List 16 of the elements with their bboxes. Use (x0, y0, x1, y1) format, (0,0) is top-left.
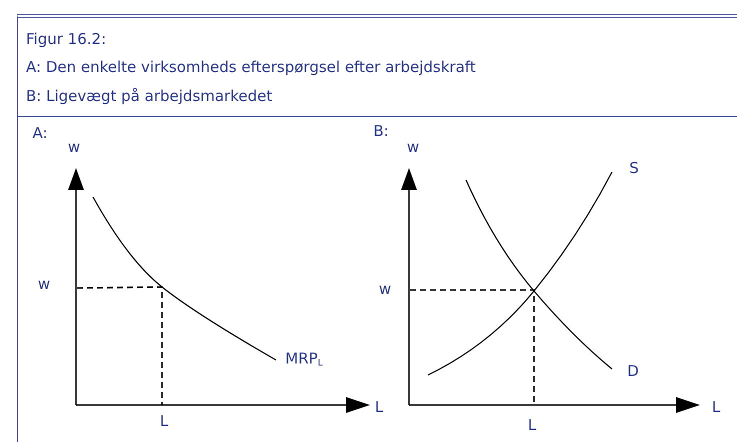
axis-label: w (38, 275, 50, 293)
panel-label: B: (373, 122, 389, 140)
axis-label: w (68, 138, 80, 156)
axis-label: L (374, 398, 384, 416)
axis-label: L (712, 398, 720, 416)
figure-subtitle: A: Den enkelte virksomheds efterspørgsel efter arbejdskraft (26, 58, 476, 76)
axis-label: w (406, 138, 420, 156)
curve-label: MRP$_{L}$ (285, 350, 323, 370)
figure-subtitle: B: Ligevægt på arbejdsmarkedet (26, 87, 272, 105)
curve-label: S (629, 159, 639, 177)
figure-title: Figur 16.2: (26, 30, 106, 48)
axis-label: L (160, 412, 168, 430)
axis-label: w (378, 280, 392, 298)
curve-label: D (627, 362, 639, 380)
panel-label: A: (32, 124, 48, 142)
axis-label: L (528, 416, 536, 434)
